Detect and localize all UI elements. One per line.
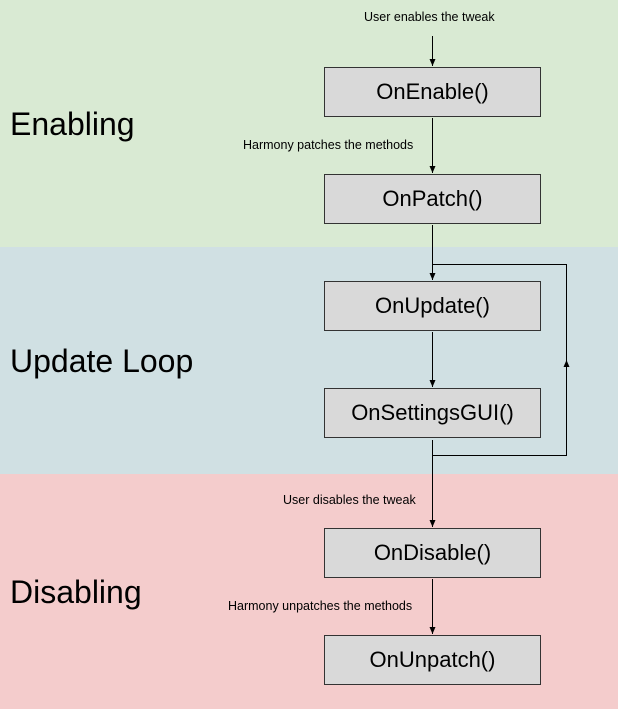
- node-on-enable: OnEnable(): [324, 67, 541, 117]
- node-on-disable: OnDisable(): [324, 528, 541, 578]
- node-on-unpatch: OnUnpatch(): [324, 635, 541, 685]
- section-title-enabling: Enabling: [10, 106, 135, 142]
- section-title-disabling: Disabling: [10, 574, 142, 610]
- section-title-update-loop: Update Loop: [10, 343, 194, 379]
- node-on-update: OnUpdate(): [324, 281, 541, 331]
- edge-label-harmony-unpatches: Harmony unpatches the methods: [228, 599, 413, 613]
- edge-label-user-enables: User enables the tweak: [364, 10, 495, 24]
- node-on-settings-gui: OnSettingsGUI(): [324, 388, 541, 438]
- node-on-patch: OnPatch(): [324, 174, 541, 224]
- edge-label-harmony-patches: Harmony patches the methods: [243, 138, 414, 152]
- edge-label-user-disables: User disables the tweak: [283, 493, 416, 507]
- loop-top-path: [432, 264, 567, 361]
